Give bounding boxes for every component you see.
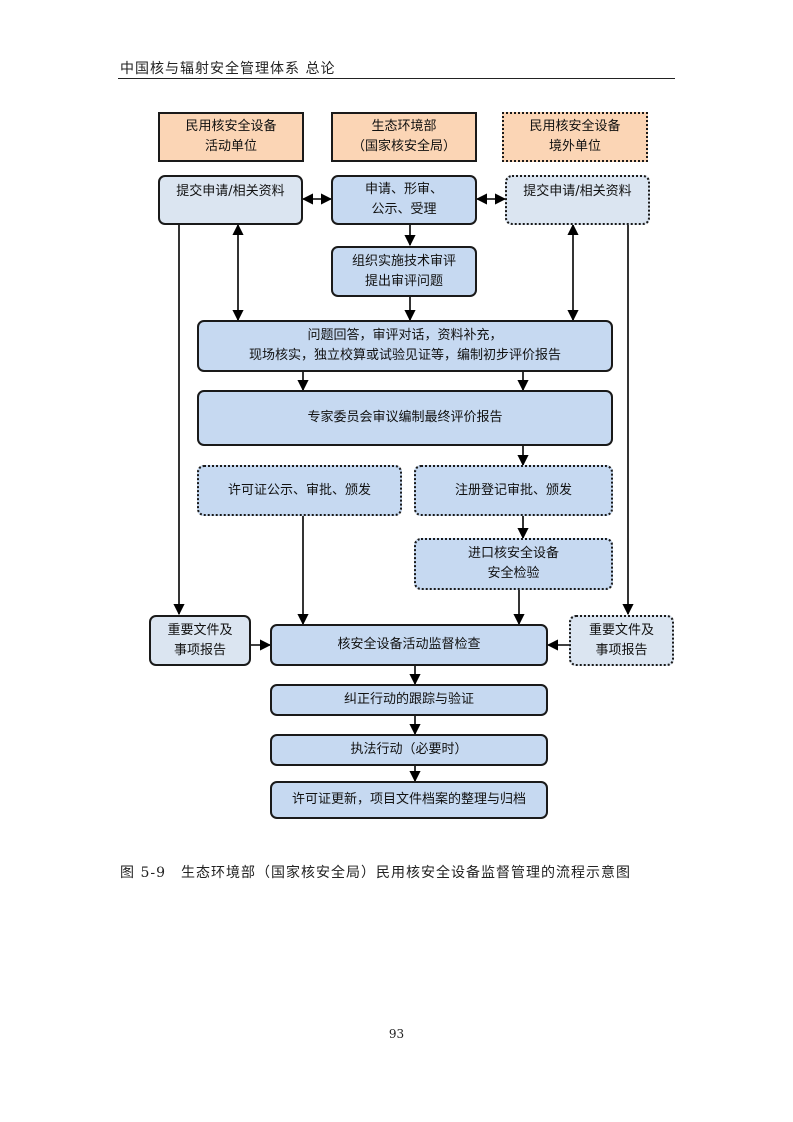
page-number: 93	[388, 1027, 405, 1041]
node-accept: 申请、形审、 公示、受理	[331, 175, 477, 225]
node-supervision: 核安全设备活动监督检查	[270, 624, 548, 666]
node-report-right: 重要文件及 事项报告	[569, 615, 674, 666]
node-register: 注册登记审批、颁发	[414, 465, 613, 516]
node-submit-left: 提交申请/相关资料	[158, 175, 303, 225]
node-license: 许可证公示、审批、颁发	[197, 465, 402, 516]
node-expert-review: 专家委员会审议编制最终评价报告	[197, 390, 613, 446]
node-archive: 许可证更新，项目文件档案的整理与归档	[270, 781, 548, 819]
node-foreign-unit: 民用核安全设备 境外单位	[502, 112, 648, 162]
node-tech-review: 组织实施技术审评 提出审评问题	[331, 246, 477, 297]
node-corrective: 纠正行动的跟踪与验证	[270, 684, 548, 716]
node-ministry: 生态环境部 （国家核安全局）	[331, 112, 477, 162]
node-domestic-unit: 民用核安全设备 活动单位	[158, 112, 304, 162]
node-import-check: 进口核安全设备 安全检验	[414, 538, 613, 590]
figure-caption: 图 5-9 生态环境部（国家核安全局）民用核安全设备监督管理的流程示意图	[120, 865, 631, 881]
node-enforcement: 执法行动（必要时）	[270, 734, 548, 766]
running-header: 中国核与辐射安全管理体系 总论	[120, 61, 336, 77]
node-submit-right: 提交申请/相关资料	[505, 175, 650, 225]
node-qa: 问题回答，审评对话，资料补充， 现场核实，独立校算或试验见证等，编制初步评价报告	[197, 320, 613, 372]
node-report-left: 重要文件及 事项报告	[149, 615, 251, 666]
header-rule	[118, 78, 675, 79]
